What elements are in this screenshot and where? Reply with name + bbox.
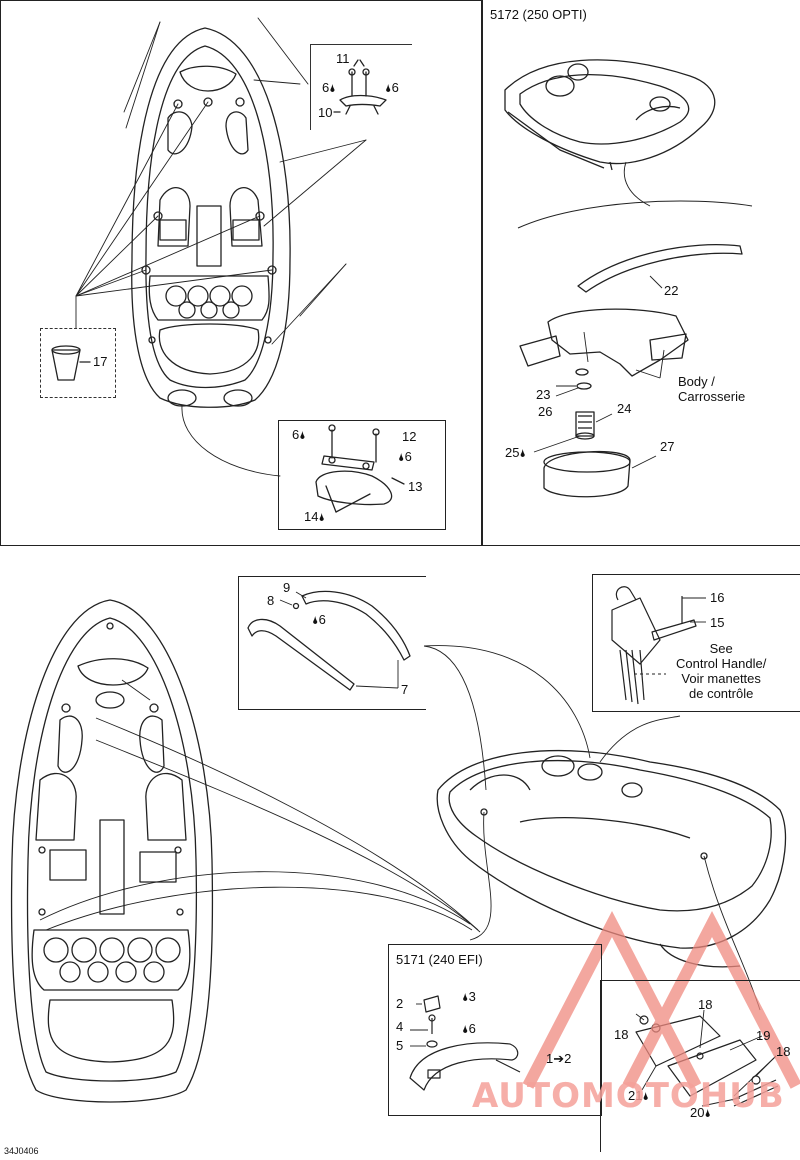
label-part-26: 26 — [538, 404, 553, 419]
label-part-6-text: 6 — [404, 449, 412, 464]
label-part-3-text: 3 — [468, 989, 476, 1004]
note-see-line4: de contrôle — [689, 686, 754, 701]
inset-parts-18-21 — [600, 980, 800, 1152]
label-part-19: 19 — [756, 1028, 771, 1043]
label-part-1-to-text: 2 — [564, 1051, 572, 1066]
label-part-25: 25🌢 — [505, 446, 526, 461]
note-see-line1: See — [709, 641, 733, 656]
label-part-14: 14🌢 — [304, 510, 325, 525]
drawing-code: 34J0406 — [4, 1146, 39, 1156]
label-part-21: 21🌢 — [628, 1089, 649, 1104]
label-part-17: 17 — [93, 354, 108, 369]
note-see-control-handle: See Control Handle/ Voir manettes de con… — [676, 641, 766, 701]
label-part-15: 15 — [710, 615, 725, 630]
label-part-6-text: 6 — [292, 427, 300, 442]
drop-icon: 🌢 — [704, 1108, 712, 1120]
note-body-line2: Carrosserie — [678, 389, 746, 404]
drop-icon: 🌢 — [318, 512, 326, 524]
drop-icon: 🌢 — [299, 430, 306, 442]
box-part-17 — [40, 328, 116, 398]
drop-icon: 🌢 — [398, 452, 405, 464]
label-part-27: 27 — [660, 439, 675, 454]
label-part-18-left: 18 — [614, 1027, 629, 1042]
top-view-hull-upper — [131, 27, 291, 408]
panel-top-left — [0, 0, 482, 546]
label-part-2: 2 — [396, 996, 404, 1011]
note-body: Body / Carrosserie — [678, 374, 745, 404]
drop-icon: 🌢 — [462, 1024, 469, 1036]
label-part-4: 4 — [396, 1019, 404, 1034]
label-part-6-pad-right: 🌢6 — [398, 450, 412, 465]
label-part-6-right: 🌢6 — [385, 81, 399, 96]
label-part-5: 5 — [396, 1038, 404, 1053]
label-part-6-inset: 🌢6 — [462, 1022, 476, 1037]
drop-icon: 🌢 — [519, 448, 527, 460]
drop-icon: 🌢 — [642, 1091, 650, 1103]
panel-header-5172: 5172 (250 OPTI) — [490, 7, 587, 22]
label-part-7: 7 — [401, 682, 409, 697]
panel-top-right — [482, 0, 800, 546]
label-part-3: 🌢3 — [462, 990, 476, 1005]
box-parts-10-11 — [310, 44, 412, 130]
label-part-6-text: 6 — [391, 80, 399, 95]
label-part-14-text: 14 — [304, 509, 319, 524]
label-part-6-text: 6 — [318, 612, 326, 627]
note-body-line1: Body / — [678, 374, 715, 389]
drop-icon: 🌢 — [385, 83, 392, 95]
label-part-6-left: 6🌢 — [322, 81, 336, 96]
label-part-6-handle: 🌢6 — [312, 613, 326, 628]
note-see-line3: Voir manettes — [681, 671, 761, 686]
drop-icon: 🌢 — [312, 615, 319, 627]
label-part-1-text: 1 — [546, 1051, 554, 1066]
watermark-logo — [522, 910, 800, 1089]
label-part-24: 24 — [617, 401, 632, 416]
label-part-6-pad-left: 6🌢 — [292, 428, 306, 443]
label-part-6-text: 6 — [468, 1021, 476, 1036]
label-part-11: 11 — [336, 51, 350, 66]
label-part-16: 16 — [710, 590, 725, 605]
label-part-6-text: 6 — [322, 80, 330, 95]
label-part-9: 9 — [283, 580, 291, 595]
label-part-18-right: 18 — [776, 1044, 791, 1059]
drop-icon: 🌢 — [462, 992, 469, 1004]
label-part-25-text: 25 — [505, 445, 520, 460]
label-part-8: 8 — [267, 593, 275, 608]
label-part-18-top: 18 — [698, 997, 713, 1012]
label-part-12: 12 — [402, 429, 417, 444]
label-part-10: 10 — [318, 105, 333, 120]
panel-header-5171: 5171 (240 EFI) — [396, 952, 483, 967]
box-control-handle — [592, 574, 800, 712]
label-part-13: 13 — [408, 479, 423, 494]
label-part-20-text: 20 — [690, 1105, 705, 1120]
note-see-line2: Control Handle/ — [676, 656, 767, 671]
drop-icon: 🌢 — [329, 83, 336, 95]
arrow-right-icon: ➔ — [553, 1051, 565, 1066]
label-part-20: 20🌢 — [690, 1106, 711, 1121]
box-parts-12-14 — [278, 420, 446, 530]
inset-5171 — [388, 944, 602, 1116]
box-parts-7-9 — [238, 576, 426, 710]
label-part-23: 23 — [536, 387, 551, 402]
label-part-21-text: 21 — [628, 1088, 643, 1103]
watermark-text: AUTOMOTOHUB — [472, 1076, 785, 1116]
label-part-22: 22 — [664, 283, 679, 298]
label-part-1-to-2: 1➔2 — [546, 1052, 571, 1066]
